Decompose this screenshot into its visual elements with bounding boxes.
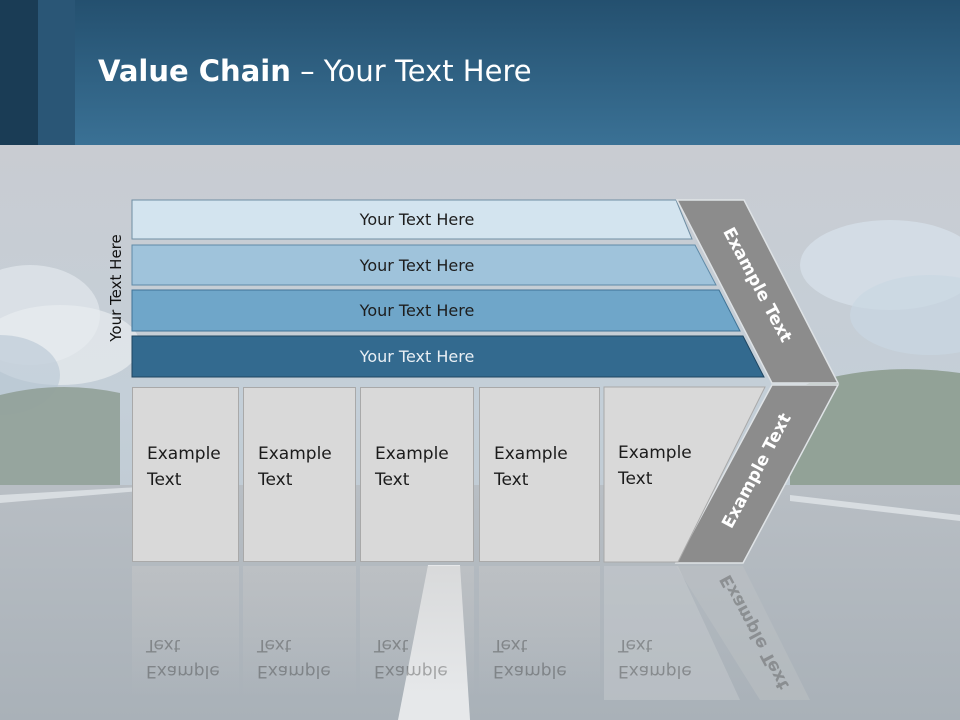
chevron-reflection	[676, 566, 810, 700]
header-accent-bar	[0, 0, 38, 145]
bar-1: Your Text Here	[132, 200, 702, 239]
reflection-label-5: Example Text	[618, 635, 692, 681]
header-accent-bar	[38, 0, 75, 145]
reflection-label-3: Example Text	[374, 635, 448, 681]
box-shape-5	[603, 386, 766, 563]
bar-2: Your Text Here	[132, 245, 702, 285]
box-reflection-4: Example Text	[479, 566, 600, 696]
box-5: Example Text	[604, 387, 704, 562]
box-label-3: Example Text	[375, 444, 449, 490]
box-label-5: Example Text	[618, 443, 692, 489]
box-reflection-1: Example Text	[132, 566, 239, 696]
box-reflection-5-text: Example Text	[604, 566, 704, 696]
reflection-label-2: Example Text	[257, 635, 331, 681]
box-3: Example Text	[360, 387, 474, 562]
bar-4: Your Text Here	[132, 336, 702, 377]
bar-3: Your Text Here	[132, 290, 702, 331]
bar-label-4: Your Text Here	[359, 347, 475, 366]
bar-label-2: Your Text Here	[359, 255, 475, 275]
page-title: Value Chain – Your Text Here	[98, 54, 532, 88]
box-reflection-3: Example Text	[360, 566, 474, 696]
chevron-top	[675, 199, 840, 384]
bar-shape-1	[131, 199, 693, 240]
box-1: Example Text	[132, 387, 239, 562]
box-label-4: Example Text	[494, 444, 568, 490]
box-2: Example Text	[243, 387, 356, 562]
box-reflection-2: Example Text	[243, 566, 356, 696]
box-label-2: Example Text	[258, 444, 332, 490]
bar-label-3: Your Text Here	[359, 301, 475, 320]
chevron-bottom	[674, 384, 840, 564]
reflection-label-1: Example Text	[146, 635, 220, 681]
reflection-label-4: Example Text	[493, 635, 567, 681]
title-bold: Value Chain	[98, 54, 291, 88]
bar-shape-4	[131, 335, 765, 378]
header-band: Value Chain – Your Text Here	[0, 0, 960, 145]
box-label-1: Example Text	[147, 444, 221, 490]
bar-shape-3	[131, 289, 741, 332]
box-4: Example Text	[479, 387, 600, 562]
box-reflection-5	[604, 566, 740, 700]
bar-shape-2	[131, 244, 717, 286]
title-rest: – Your Text Here	[290, 54, 532, 88]
bar-label-1: Your Text Here	[359, 210, 475, 229]
